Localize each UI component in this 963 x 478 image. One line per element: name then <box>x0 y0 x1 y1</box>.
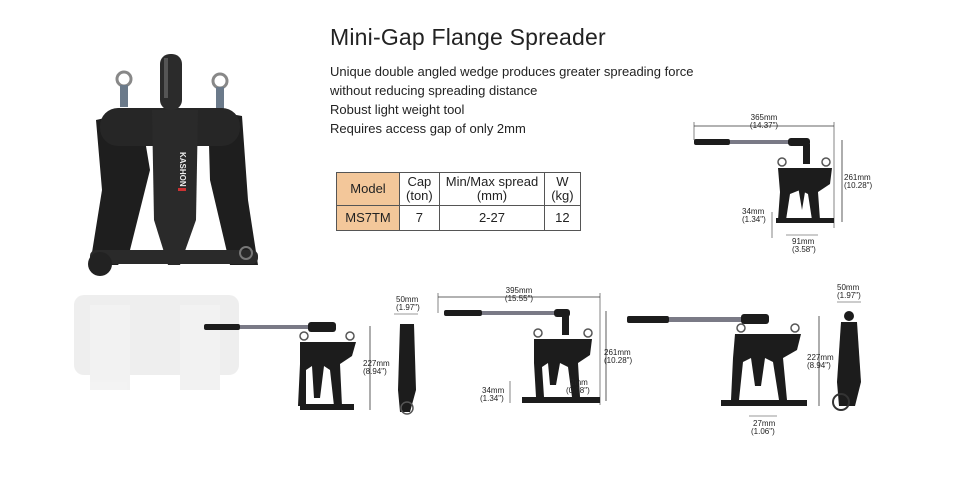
svg-text:(3.58"): (3.58") <box>792 245 816 254</box>
right-arm <box>208 110 258 265</box>
svg-text:(14.37"): (14.37") <box>750 121 779 130</box>
spreader-body <box>534 339 592 397</box>
svg-text:(1.97"): (1.97") <box>837 291 861 300</box>
svg-text:(15.55"): (15.55") <box>505 294 534 303</box>
svg-text:(8.94"): (8.94") <box>807 361 831 370</box>
diagram-bottom-right: 227mm (8.94") 27mm (1.06") 50mm (1.97") <box>627 283 861 436</box>
svg-text:(1.97"): (1.97") <box>396 303 420 312</box>
cell-model: MS7TM <box>336 205 400 231</box>
header-cap: Cap(ton) <box>399 172 440 206</box>
spreader-body <box>778 168 832 220</box>
feature-item: Robust light weight tool <box>330 102 465 117</box>
svg-text:91mm: 91mm <box>792 237 815 246</box>
side-view <box>398 324 416 412</box>
svg-text:34mm: 34mm <box>742 207 765 216</box>
svg-text:50mm: 50mm <box>396 295 419 304</box>
product-photo: KASHON <box>74 54 258 390</box>
svg-text:(1.34"): (1.34") <box>742 215 766 224</box>
wedge-body <box>152 110 198 265</box>
diagram-bottom-middle: 395mm (15.55") 261mm (10.28") 34mm (1.34… <box>437 286 633 405</box>
header-spread: Min/Max spread(mm) <box>438 172 546 206</box>
handle-bar <box>669 317 743 322</box>
diagram-bottom-left: 227mm (8.94") 50mm (1.97") <box>204 295 420 415</box>
svg-text:50mm: 50mm <box>837 283 860 292</box>
cell-spread: 2-27 <box>438 205 546 231</box>
page-title: Mini-Gap Flange Spreader <box>330 24 606 50</box>
feature-item: Unique double angled wedge produces grea… <box>330 64 694 79</box>
svg-text:395mm: 395mm <box>506 286 533 295</box>
spec-table: Model Cap(ton) Min/Max spread(mm) W(kg) … <box>336 172 581 231</box>
svg-text:34mm: 34mm <box>482 386 505 395</box>
svg-text:227mm: 227mm <box>363 359 390 368</box>
eye-bolt-right <box>211 72 229 90</box>
handle-grip <box>694 139 730 145</box>
cell-weight: 12 <box>544 205 581 231</box>
handle-bar <box>240 325 308 329</box>
side-view <box>837 322 861 406</box>
spreader-body <box>731 334 801 400</box>
svg-text:(10.28"): (10.28") <box>604 356 633 365</box>
hydraulic-cylinder <box>160 54 182 110</box>
eye-bolt-left <box>115 70 133 88</box>
spreader-body <box>298 342 356 406</box>
svg-text:(0.08"): (0.08") <box>566 386 590 395</box>
handle-grip <box>444 310 482 316</box>
svg-text:2mm: 2mm <box>570 378 588 387</box>
svg-text:27mm: 27mm <box>753 419 776 428</box>
handle-grip <box>204 324 240 330</box>
brand-label: KASHON <box>178 152 187 187</box>
svg-text:227mm: 227mm <box>807 353 834 362</box>
header-weight: W(kg) <box>544 172 581 206</box>
feature-item: Requires access gap of only 2mm <box>330 121 526 136</box>
svg-text:(8.94"): (8.94") <box>363 367 387 376</box>
svg-text:(1.34"): (1.34") <box>480 394 504 403</box>
spec-data-row: MS7TM 7 2-27 12 <box>336 205 581 231</box>
svg-text:(10.28"): (10.28") <box>844 181 873 190</box>
handle-grip <box>627 316 669 323</box>
svg-text:(1.06"): (1.06") <box>751 427 775 436</box>
handle-bar <box>730 140 790 144</box>
svg-text:261mm: 261mm <box>604 348 631 357</box>
handle-bar <box>482 311 562 315</box>
header-model: Model <box>336 172 400 206</box>
feature-item: without reducing spreading distance <box>330 83 538 98</box>
left-arm <box>90 110 150 265</box>
bottom-rod <box>90 250 258 264</box>
diagram-top-right: 365mm (14.37") 261mm (10.28") 34mm (1.34… <box>693 113 873 254</box>
feature-list: Unique double angled wedge produces grea… <box>330 62 694 138</box>
svg-text:261mm: 261mm <box>844 173 871 182</box>
spec-header-row: Model Cap(ton) Min/Max spread(mm) W(kg) <box>336 172 581 206</box>
cell-cap: 7 <box>399 205 440 231</box>
product-reflection <box>74 295 239 390</box>
rod-end-cap <box>88 252 112 276</box>
svg-text:365mm: 365mm <box>751 113 778 122</box>
